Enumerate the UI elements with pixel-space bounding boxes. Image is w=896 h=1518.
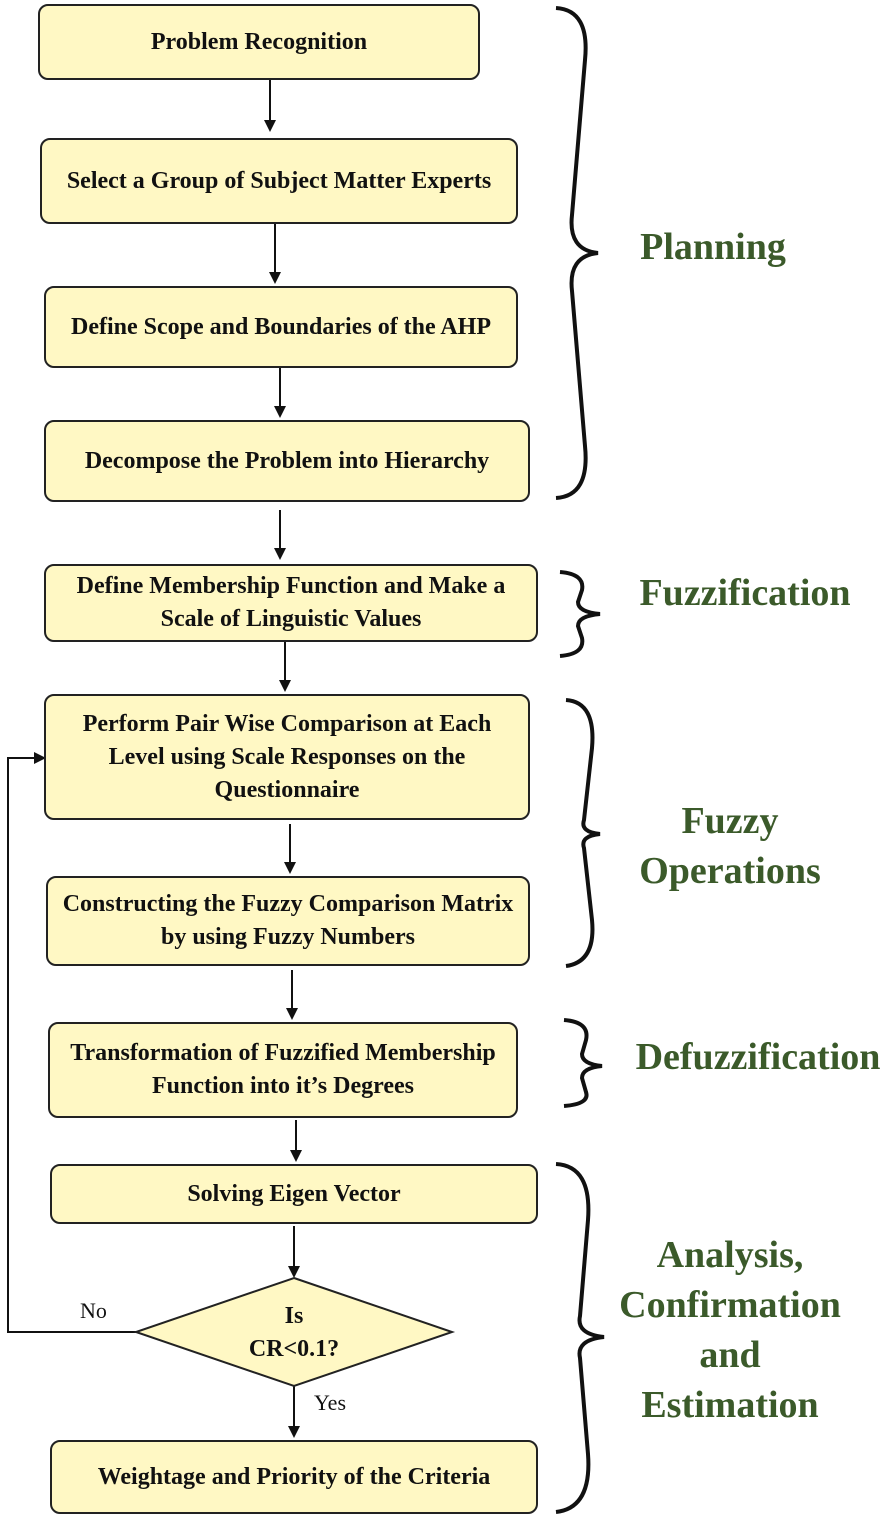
loop-no-arrow [7, 752, 136, 1333]
phase-analysis-line-1: Analysis, [656, 1234, 804, 1276]
brace-analysis [555, 1162, 605, 1514]
phase-fuzzy-operations: Fuzzy Operations [600, 796, 860, 896]
decision-diamond [132, 1276, 456, 1388]
step-solving-eigen-vector: Solving Eigen Vector [50, 1164, 538, 1224]
decision-line-1: Is [284, 1303, 304, 1329]
step-decompose-hierarchy: Decompose the Problem into Hierarchy [44, 420, 530, 502]
phase-defuzzification: Defuzzification [635, 1036, 881, 1078]
no-label: No [80, 1298, 107, 1323]
step-weightage-priority: Weightage and Priority of the Criteria [50, 1440, 538, 1514]
step-define-membership: Define Membership Function and Make a Sc… [44, 564, 538, 642]
decision-text: Is CR<0.1? [194, 1300, 394, 1366]
step-fuzzy-comparison-matrix: Constructing the Fuzzy Comparison Matrix… [46, 876, 530, 966]
step-select-experts: Select a Group of Subject Matter Experts [40, 138, 518, 224]
brace-planning [555, 6, 599, 500]
phase-analysis-line-4: Estimation [641, 1384, 819, 1426]
phase-planning: Planning [640, 226, 786, 268]
brace-fuzzy-operations [565, 698, 601, 968]
phase-fuzzy-operations-line-1: Fuzzy [681, 800, 779, 842]
phase-fuzzification: Fuzzification [639, 572, 851, 614]
phase-analysis-line-2: Confirmation [619, 1284, 841, 1326]
step-problem-recognition: Problem Recognition [38, 4, 480, 80]
phase-fuzzy-operations-line-2: Operations [639, 850, 821, 892]
phase-analysis: Analysis, Confirmation and Estimation [600, 1230, 860, 1430]
phase-analysis-line-3: and [699, 1334, 761, 1376]
brace-defuzzification [563, 1018, 603, 1108]
yes-label: Yes [314, 1390, 347, 1415]
step-define-scope: Define Scope and Boundaries of the AHP [44, 286, 518, 368]
step-pairwise-comparison: Perform Pair Wise Comparison at Each Lev… [44, 694, 530, 820]
brace-fuzzification [559, 570, 601, 658]
step-transformation: Transformation of Fuzzified Membership F… [48, 1022, 518, 1118]
decision-line-2: CR<0.1? [248, 1336, 340, 1362]
